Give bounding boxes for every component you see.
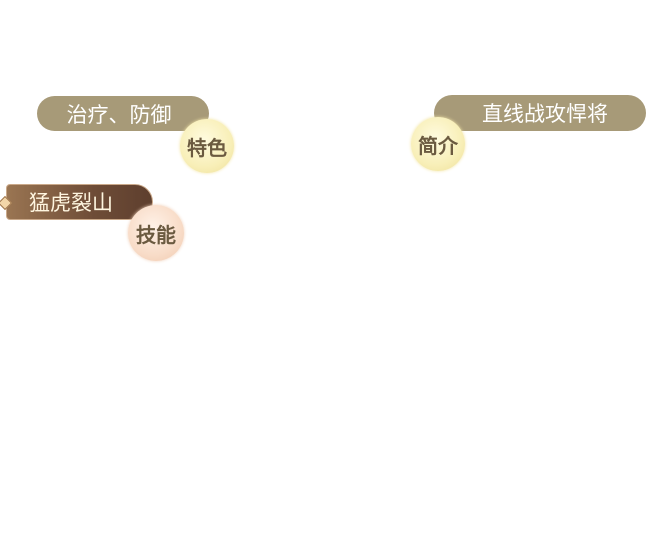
skill-name-label[interactable]: 猛虎裂山 — [6, 184, 153, 220]
intro-text: 直线战攻悍将 — [482, 102, 608, 126]
feature-text: 治疗、防御 — [66, 102, 172, 127]
intro-label: 直线战攻悍将 — [434, 95, 646, 131]
feature-badge-text: 特色 — [187, 135, 227, 160]
feature-badge[interactable]: 特色 — [180, 119, 234, 173]
intro-badge[interactable]: 简介 — [411, 117, 465, 171]
skill-name: 猛虎裂山 — [29, 191, 113, 215]
intro-badge-text: 简介 — [418, 133, 458, 158]
skill-badge[interactable]: 技能 — [128, 205, 184, 261]
skill-badge-text: 技能 — [136, 222, 176, 247]
feature-label: 治疗、防御 — [37, 96, 209, 131]
